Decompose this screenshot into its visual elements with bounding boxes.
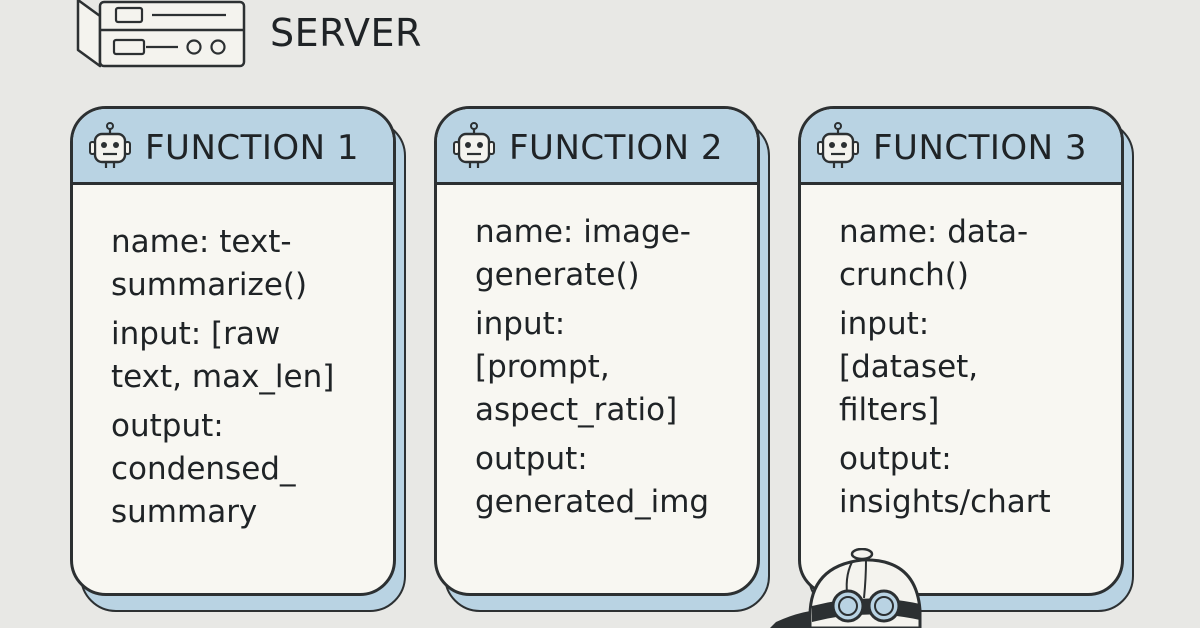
name-field: name: image- generate()	[475, 211, 743, 297]
output-field: output: condensed_ summary	[111, 405, 379, 534]
function-card-1: FUNCTION 1 name: text- summarize() input…	[70, 106, 406, 612]
card-panel: FUNCTION 3 name: data- crunch() input: […	[798, 106, 1124, 596]
output-line: output:	[839, 441, 952, 477]
goggles-helmet-mascot-icon	[770, 548, 922, 628]
output-line: output:	[111, 408, 224, 444]
name-field: name: text- summarize()	[111, 221, 379, 307]
output-line: output:	[475, 441, 588, 477]
name-line: generate()	[475, 257, 640, 293]
input-line: input:	[475, 306, 566, 342]
name-line: summarize()	[111, 267, 308, 303]
card-body: name: image- generate() input: [prompt, …	[475, 211, 743, 530]
card-title: FUNCTION 3	[873, 128, 1088, 168]
name-field: name: data- crunch()	[839, 211, 1107, 297]
server-caption-dots: • ••	[272, 0, 351, 8]
card-title: FUNCTION 1	[145, 128, 360, 168]
input-line: aspect_ratio]	[475, 392, 678, 428]
output-line: insights/chart	[839, 484, 1051, 520]
input-line: filters]	[839, 392, 940, 428]
input-line: input: [raw	[111, 316, 281, 352]
input-line: input:	[839, 306, 930, 342]
card-body: name: text- summarize() input: [raw text…	[111, 221, 379, 540]
name-line: name: image-	[475, 214, 691, 250]
output-field: output: insights/chart	[839, 438, 1107, 524]
name-line: name: text-	[111, 224, 292, 260]
server-caption: SERVER	[270, 11, 422, 55]
function-card-2: FUNCTION 2 name: image- generate() input…	[434, 106, 770, 612]
input-field: input: [prompt, aspect_ratio]	[475, 303, 743, 432]
function-card-3: FUNCTION 3 name: data- crunch() input: […	[798, 106, 1134, 612]
card-title: FUNCTION 2	[509, 128, 724, 168]
input-field: input: [raw text, max_len]	[111, 313, 379, 399]
output-line: summary	[111, 494, 258, 530]
output-line: condensed_	[111, 451, 296, 487]
robot-icon	[89, 122, 131, 168]
card-body: name: data- crunch() input: [dataset, fi…	[839, 211, 1107, 530]
card-panel: FUNCTION 2 name: image- generate() input…	[434, 106, 760, 596]
name-line: name: data-	[839, 214, 1029, 250]
server-icon	[76, 0, 246, 68]
input-line: [dataset,	[839, 349, 979, 385]
input-line: text, max_len]	[111, 359, 335, 395]
card-header: FUNCTION 2	[437, 109, 757, 185]
name-line: crunch()	[839, 257, 969, 293]
robot-icon	[817, 122, 859, 168]
robot-icon	[453, 122, 495, 168]
output-field: output: generated_img	[475, 438, 743, 524]
input-line: [prompt,	[475, 349, 610, 385]
card-panel: FUNCTION 1 name: text- summarize() input…	[70, 106, 396, 596]
card-header: FUNCTION 1	[73, 109, 393, 185]
output-line: generated_img	[475, 484, 710, 520]
card-header: FUNCTION 3	[801, 109, 1121, 185]
input-field: input: [dataset, filters]	[839, 303, 1107, 432]
